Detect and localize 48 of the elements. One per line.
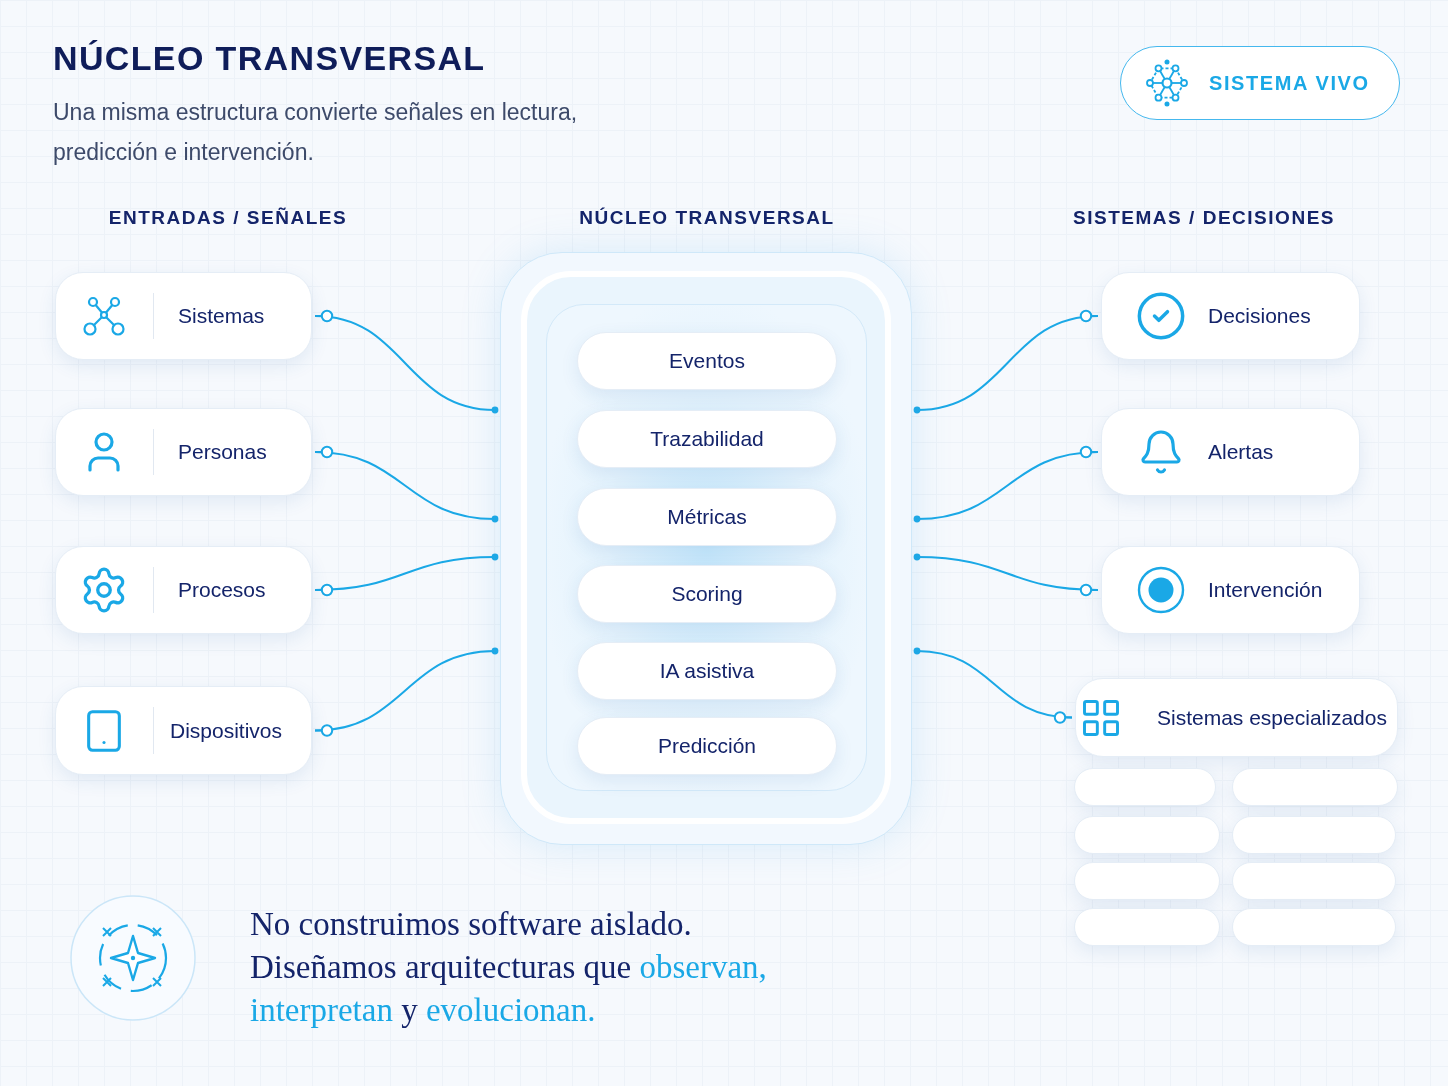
output-card [1101,546,1360,634]
system-pill [1232,862,1396,900]
card-label: Personas [178,439,267,465]
card-label: Sistemas [178,303,265,329]
connector [913,553,1099,596]
system-pill [1232,816,1396,854]
column-heading: SISTEMAS / DECISIONES [1071,206,1337,230]
card-label: Alertas [1208,439,1274,465]
pill-label: Trazabilidad [650,426,764,452]
pill-label: Eventos [669,348,745,374]
column-heading: NÚCLEO TRANSVERSAL [578,206,836,230]
badge-label: SISTEMA VIVO [1209,71,1370,96]
card-label: Procesos [178,577,266,603]
pill-label: Métricas [667,504,747,530]
input-card [55,546,312,634]
connector [314,553,499,596]
connector [314,310,499,414]
core-panel [500,252,912,845]
connector [314,446,499,523]
system-pill [1232,768,1398,806]
tagline: Diseñamos arquitecturas que observan, interpretan y evolucionan. [250,948,768,1030]
input-card [55,686,312,775]
connector [314,647,499,736]
input-card [55,272,312,360]
output-card [1101,272,1360,360]
page-title: NÚCLEO TRANSVERSAL [53,38,486,79]
card-label: Dispositivos [170,717,283,744]
card-label: Sistemas especializados [1157,704,1387,731]
system-pill [1232,908,1396,946]
card-label: Intervención [1208,577,1323,603]
status-badge [1120,46,1400,120]
column-heading: ENTRADAS / SEÑALES [107,206,349,230]
input-card [55,408,312,496]
system-pill [1074,908,1220,946]
output-card [1101,408,1360,496]
connector [913,647,1073,723]
pill-label: Scoring [671,581,743,607]
card-label: Decisiones [1208,303,1311,329]
pill-label: Predicción [657,733,757,759]
pill-label: IA asistiva [659,658,755,684]
subtitle: Una misma estructura convierte señales en lectura, predicción e intervención. [53,98,579,167]
connector [913,310,1099,414]
tagline: No construimos software aislado. [250,905,692,944]
system-pill [1074,768,1216,806]
system-pill [1074,862,1220,900]
output-card [1075,678,1398,757]
connector [913,446,1099,523]
system-pill [1074,816,1220,854]
